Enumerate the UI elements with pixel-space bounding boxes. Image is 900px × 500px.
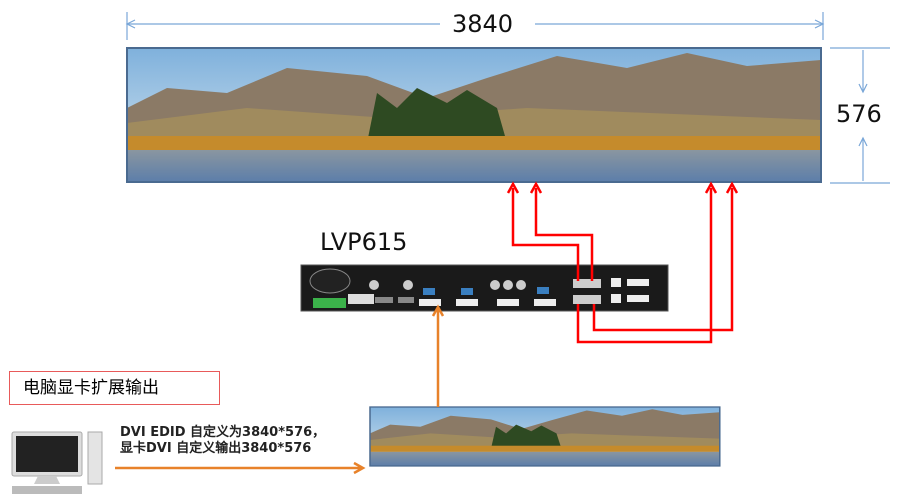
computer-icon bbox=[11, 431, 103, 494]
input-cables bbox=[115, 304, 445, 475]
source-title-box: 电脑显卡扩展输出 bbox=[9, 371, 220, 405]
led-screen-image bbox=[126, 47, 822, 183]
height-dimension bbox=[830, 47, 890, 184]
output-cables bbox=[506, 181, 739, 344]
desc-line-2: 显卡DVI 自定义输出3840*576 bbox=[120, 441, 312, 456]
source-image bbox=[369, 406, 721, 467]
source-description: DVI EDID 自定义为3840*576， 显卡DVI 自定义输出3840*5… bbox=[120, 425, 325, 457]
desc-line-1: DVI EDID 自定义为3840*576， bbox=[120, 425, 326, 440]
lvp615-device bbox=[300, 264, 669, 312]
screen-width-label: 3840 bbox=[452, 10, 514, 38]
screen-height-label: 576 bbox=[836, 100, 882, 128]
device-model-label: LVP615 bbox=[320, 228, 408, 256]
width-dimension bbox=[125, 12, 825, 40]
